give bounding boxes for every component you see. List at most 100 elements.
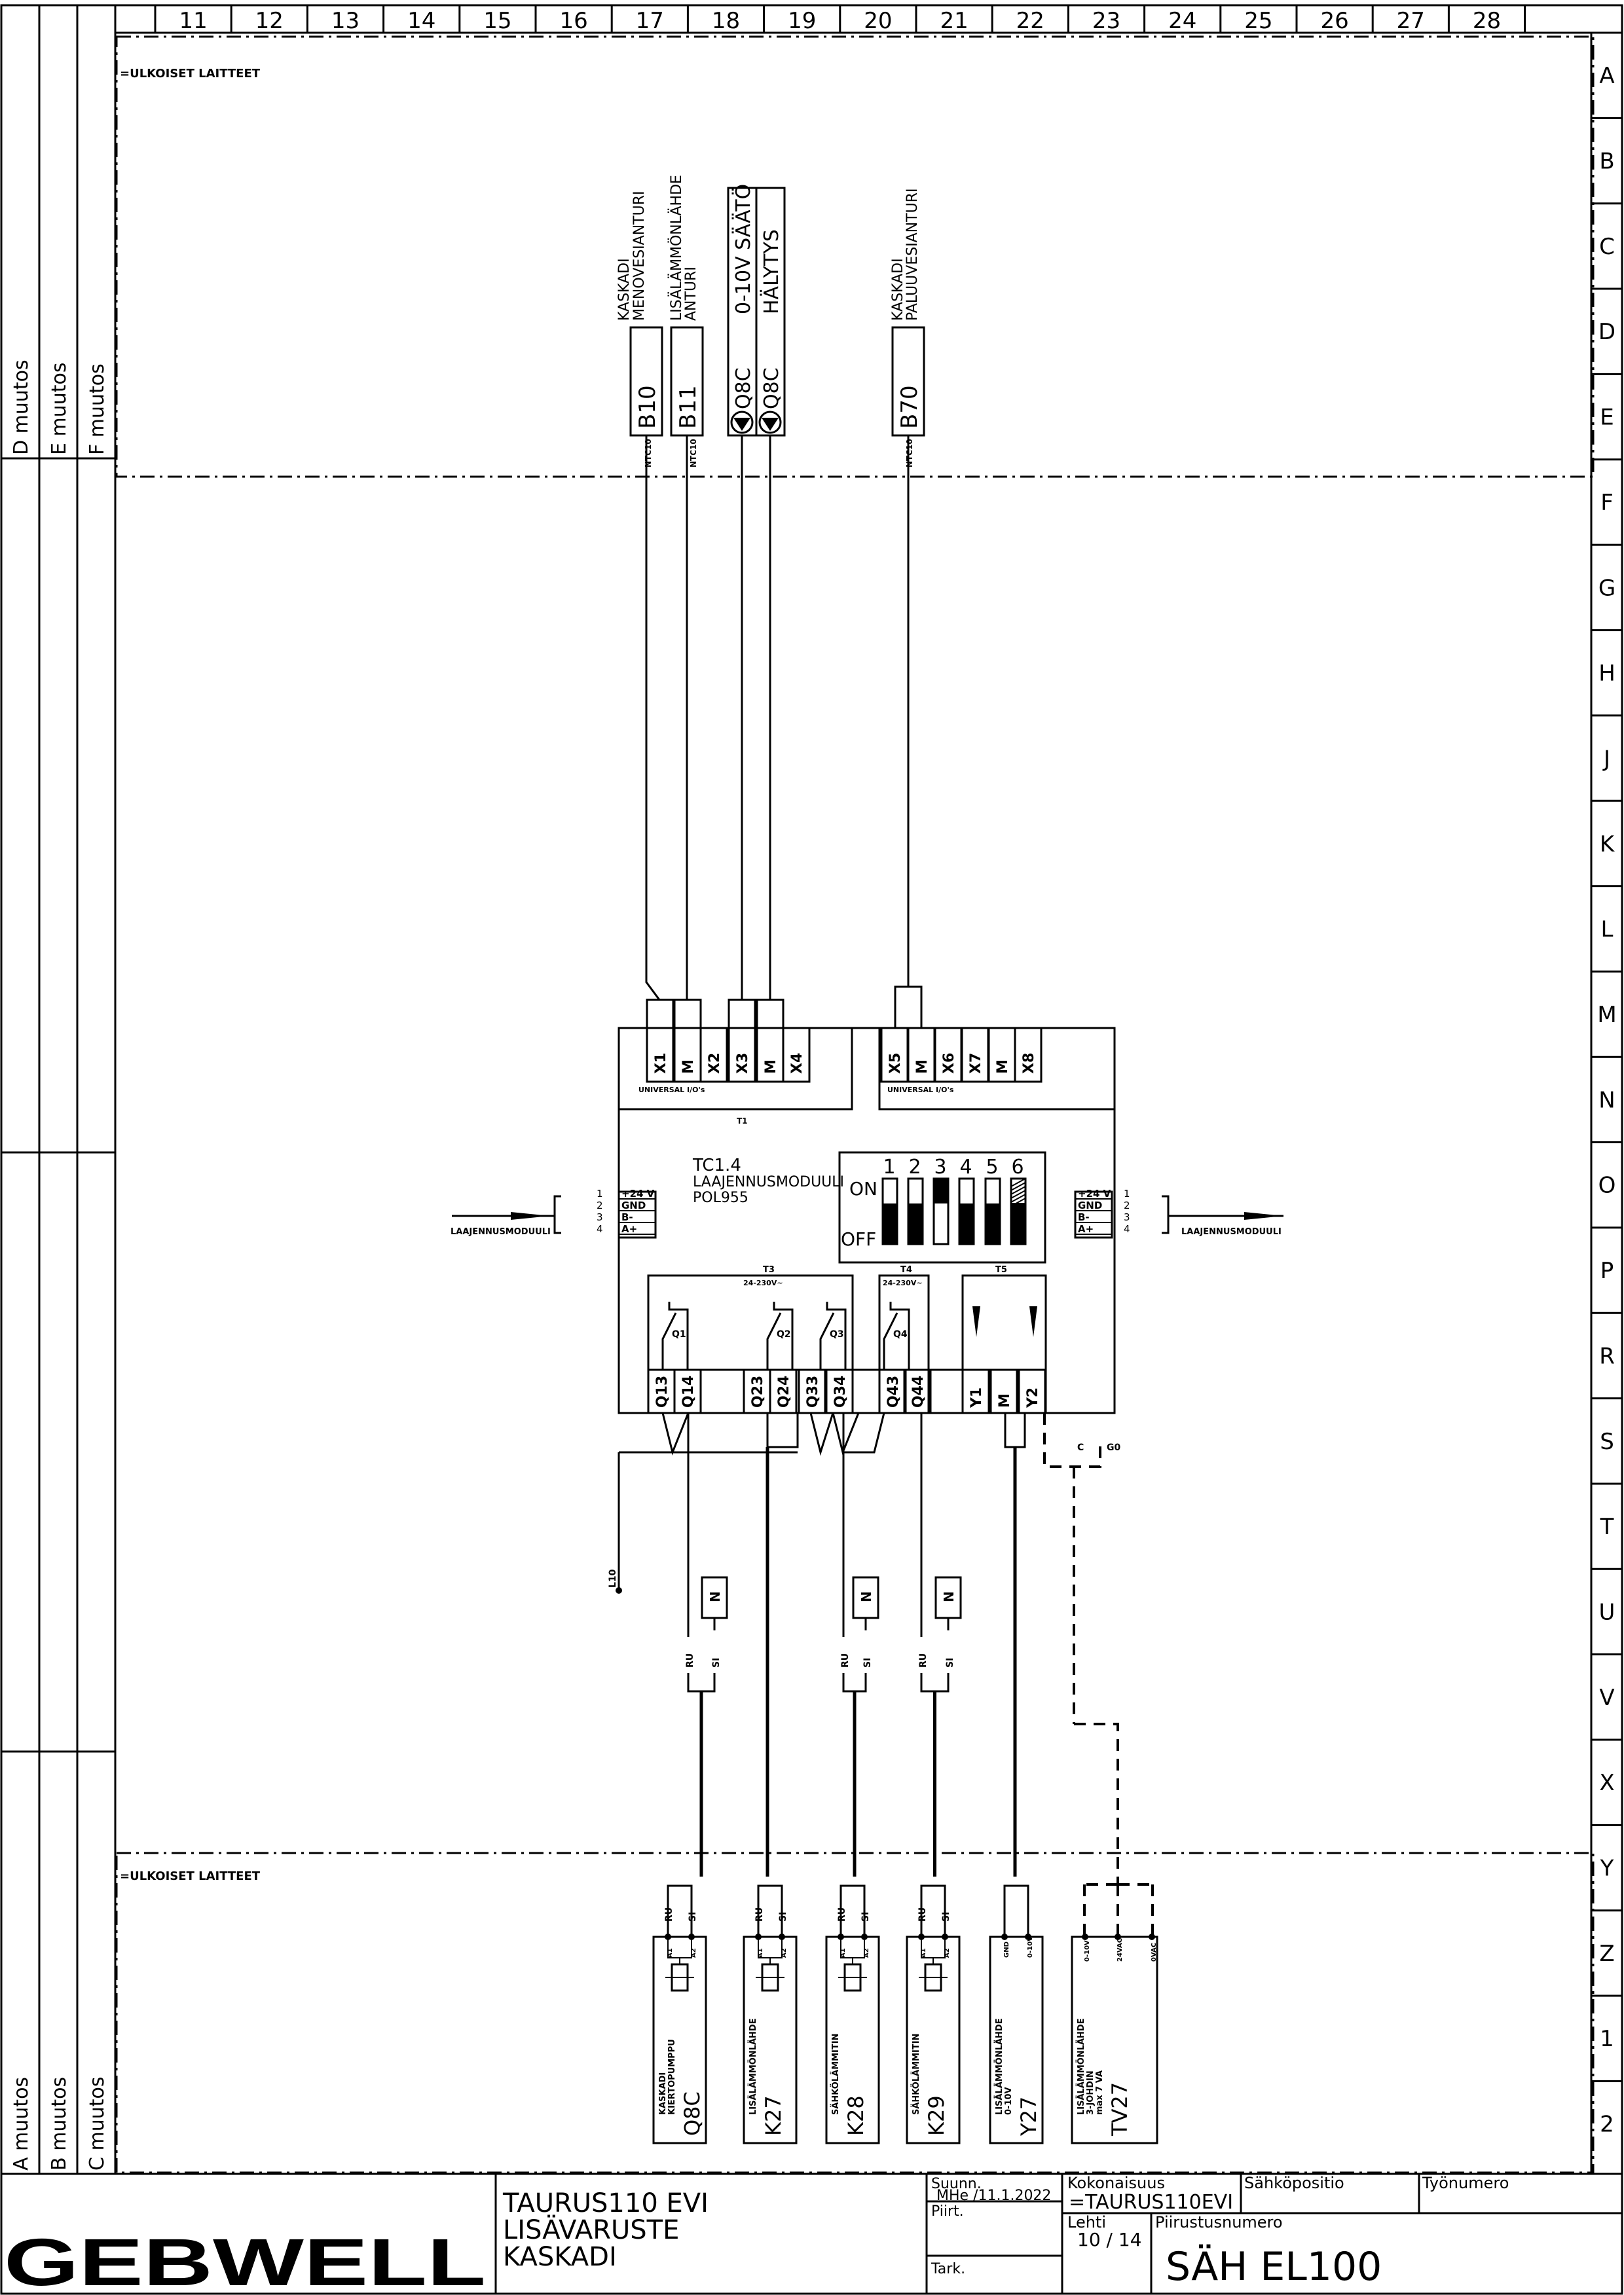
output-terminal-label: Q13 [654,1376,671,1408]
sensor-b70[interactable]: B70 NTC10 KASKADI PALUUVESIANTURI [890,188,925,468]
t1-terminal-label: X5 [887,1053,904,1074]
column-label: 28 [1473,8,1501,34]
t1-terminal[interactable] [728,1027,756,1083]
l10-junction [616,1587,622,1594]
tark-label: Tark. [931,2261,965,2277]
bus-arrow [511,1212,550,1220]
device-desc: 0-10V [1004,2087,1014,2115]
output-terminal-label: Q23 [750,1376,766,1408]
ru-label: RU [840,1653,851,1668]
pump-q8c-alarm-label: HÄLYTYS [760,229,783,314]
module-type: LAAJENNUSMODUULI [693,1174,844,1190]
piirt-label: Piirt. [931,2203,964,2220]
ru-label: RU [754,1907,765,1922]
output-terminal[interactable] [798,1368,826,1414]
relay-label: Q1 [672,1329,686,1340]
device-terminal [1025,1934,1031,1940]
output-wiring [618,1412,1026,1588]
sensor-b10-tag: B10 [635,385,661,429]
t1-terminal[interactable] [782,1027,811,1083]
ru-label: RU [918,1653,929,1668]
t1-terminal-label: X8 [1021,1053,1037,1074]
revision-labels: D muutos E muutos F muutos A muutos B mu… [10,359,109,2171]
device-desc: KASKADI [658,2072,668,2115]
row-label: 2 [1600,2112,1614,2138]
bus-pin: 3 [597,1211,603,1223]
device-terminal-label: A1 [840,1948,847,1958]
pump-q8c-control-label: 0-10V SÄÄTÖ [731,184,755,314]
t1-terminal-label: X7 [968,1053,984,1074]
bus-pin: 2 [1124,1200,1130,1211]
neutral-label: N [858,1591,874,1602]
section-label-top: =ULKOISET LAITTEET [120,67,261,81]
device-desc: KIERTOPUMPPU [667,2039,677,2115]
bus-label: LAAJENNUSMODUULI [1181,1227,1282,1237]
relay-label: Q3 [830,1329,844,1340]
output-terminal[interactable] [878,1368,907,1414]
module-name: TC1.4 [692,1156,741,1175]
device-terminal [779,1934,785,1940]
device-terminal-label: 0-10V [1027,1936,1034,1958]
t1-terminal-label: M [914,1059,931,1074]
output-terminal[interactable] [903,1368,932,1414]
pump-q8c-signals[interactable]: Q8C Q8C 0-10V SÄÄTÖ HÄLYTYS [727,184,786,437]
revision-strip [1,5,115,2174]
t1-terminal-label: X6 [941,1053,957,1074]
t1-terminal[interactable] [646,1027,674,1083]
si-label: SI [945,1658,955,1668]
hatch [1010,1182,1026,1191]
row-label: C [1599,234,1615,260]
bus-signal: GND [621,1200,646,1211]
bus-arrow [1244,1212,1283,1220]
row-label: X [1599,1770,1614,1796]
dip-number: 1 [883,1156,895,1179]
output-terminal-label: Q44 [910,1376,927,1408]
drawing-title-2: LISÄVARUSTE [503,2214,679,2245]
output-terminal-label: M [997,1393,1013,1408]
row-label: Y [1600,1856,1614,1882]
bus-pin: 3 [1124,1211,1130,1223]
device-wire [840,1884,866,1935]
device-desc: LISÄLÄMMÖNLÄHDE [994,2018,1005,2115]
device-terminal-label: 24VAC [1116,1938,1124,1962]
t4-label: T4 [900,1265,912,1275]
output-terminal[interactable] [769,1368,798,1414]
row-label: R [1599,1343,1615,1369]
output-terminal[interactable] [961,1368,990,1414]
device-terminal-label: A2 [863,1948,870,1958]
t1-terminal[interactable] [699,1027,728,1083]
dip-lever [1011,1203,1025,1244]
bus-terminal-block [618,1190,657,1239]
si-label: SI [711,1658,722,1668]
revision-f: F muutos [86,363,109,455]
ru-label: RU [685,1653,695,1668]
hatch [1010,1178,1026,1187]
revision-a: A muutos [10,2077,33,2171]
output-terminal[interactable] [1018,1368,1046,1414]
device-terminal [1001,1934,1008,1940]
device-wire [667,1884,693,1935]
device-desc: LISÄLÄMMÖNLÄHDE [748,2018,758,2115]
output-terminal[interactable] [825,1368,854,1414]
output-terminal[interactable] [989,1368,1018,1414]
sensor-b10[interactable]: B10 NTC10 KASKADI MENOVESIANTURI [616,191,663,468]
sensor-b11-desc1: LISÄLÄMMÖNLÄHDE [668,175,685,321]
row-label: U [1599,1599,1615,1625]
t1-terminal[interactable] [1014,1027,1043,1083]
sensor-b11[interactable]: B11 NTC10 LISÄLÄMMÖNLÄHDE ANTURI [668,175,704,468]
t1-terminal-label: X3 [735,1053,751,1074]
